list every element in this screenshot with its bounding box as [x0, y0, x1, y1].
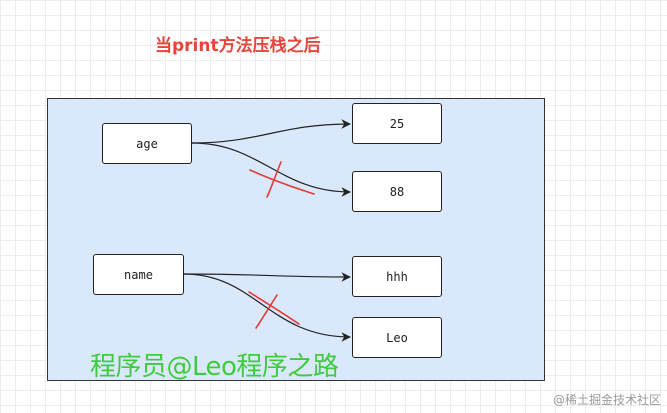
node-age: age — [102, 123, 192, 164]
diagram-title: 当print方法压栈之后 — [155, 36, 321, 56]
node-name: name — [93, 254, 184, 295]
node-value-25: 25 — [352, 103, 442, 144]
node-age-label: age — [136, 136, 158, 151]
node-value-88: 88 — [352, 171, 442, 212]
author-watermark: 程序员@Leo程序之路 — [90, 352, 339, 382]
node-value-hhh-label: hhh — [386, 269, 408, 284]
node-value-leo: Leo — [352, 317, 442, 358]
node-value-88-label: 88 — [389, 184, 405, 199]
node-name-label: name — [124, 267, 153, 282]
site-watermark: @稀土掘金技术社区 — [552, 393, 661, 407]
node-value-25-label: 25 — [389, 116, 405, 131]
node-value-leo-label: Leo — [386, 330, 408, 345]
node-value-hhh: hhh — [352, 256, 442, 297]
